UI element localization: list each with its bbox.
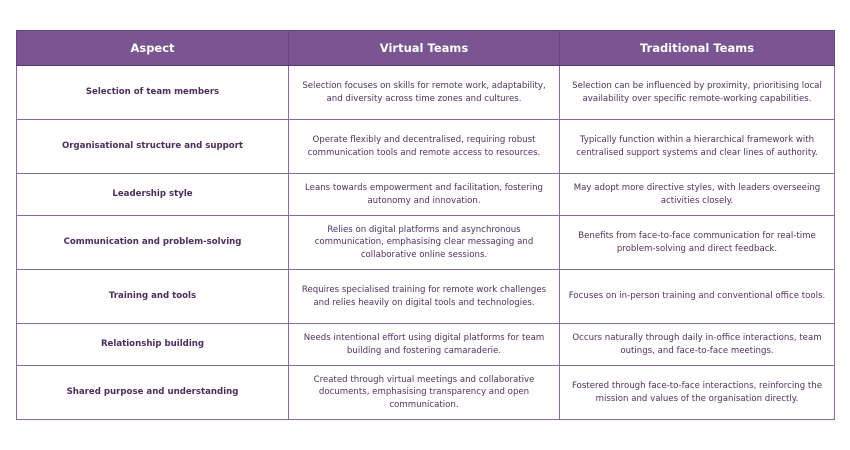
virtual-cell: Selection focuses on skills for remote w…: [288, 65, 560, 120]
traditional-cell: Selection can be influenced by proximity…: [559, 65, 835, 120]
table-body: Selection of team members Selection focu…: [16, 65, 835, 420]
header-row: Aspect Virtual Teams Traditional Teams: [16, 30, 835, 66]
traditional-cell: Typically function within a hierarchical…: [559, 119, 835, 174]
header-traditional-teams: Traditional Teams: [559, 30, 835, 66]
table-row: Leadership style Leans towards empowerme…: [16, 173, 835, 216]
virtual-cell: Leans towards empowerment and facilitati…: [288, 173, 560, 216]
aspect-cell: Relationship building: [16, 323, 289, 366]
table-row: Organisational structure and support Ope…: [16, 119, 835, 174]
traditional-cell: Focuses on in-person training and conven…: [559, 269, 835, 324]
virtual-cell: Requires specialised training for remote…: [288, 269, 560, 324]
traditional-cell: Fostered through face-to-face interactio…: [559, 365, 835, 420]
table-row: Shared purpose and understanding Created…: [16, 365, 835, 420]
traditional-cell: Occurs naturally through daily in-office…: [559, 323, 835, 366]
comparison-table: Aspect Virtual Teams Traditional Teams S…: [16, 30, 835, 420]
aspect-cell: Shared purpose and understanding: [16, 365, 289, 420]
aspect-cell: Communication and problem-solving: [16, 215, 289, 270]
virtual-cell: Relies on digital platforms and asynchro…: [288, 215, 560, 270]
traditional-cell: Benefits from face-to-face communication…: [559, 215, 835, 270]
header-aspect: Aspect: [16, 30, 289, 66]
virtual-cell: Created through virtual meetings and col…: [288, 365, 560, 420]
virtual-cell: Needs intentional effort using digital p…: [288, 323, 560, 366]
virtual-cell: Operate flexibly and decentralised, requ…: [288, 119, 560, 174]
aspect-cell: Organisational structure and support: [16, 119, 289, 174]
table-row: Training and tools Requires specialised …: [16, 269, 835, 324]
traditional-cell: May adopt more directive styles, with le…: [559, 173, 835, 216]
table-header: Aspect Virtual Teams Traditional Teams: [16, 30, 835, 66]
aspect-cell: Leadership style: [16, 173, 289, 216]
table-row: Selection of team members Selection focu…: [16, 65, 835, 120]
table-row: Relationship building Needs intentional …: [16, 323, 835, 366]
comparison-table-container: Aspect Virtual Teams Traditional Teams S…: [16, 30, 835, 420]
header-virtual-teams: Virtual Teams: [288, 30, 560, 66]
aspect-cell: Training and tools: [16, 269, 289, 324]
aspect-cell: Selection of team members: [16, 65, 289, 120]
table-row: Communication and problem-solving Relies…: [16, 215, 835, 270]
